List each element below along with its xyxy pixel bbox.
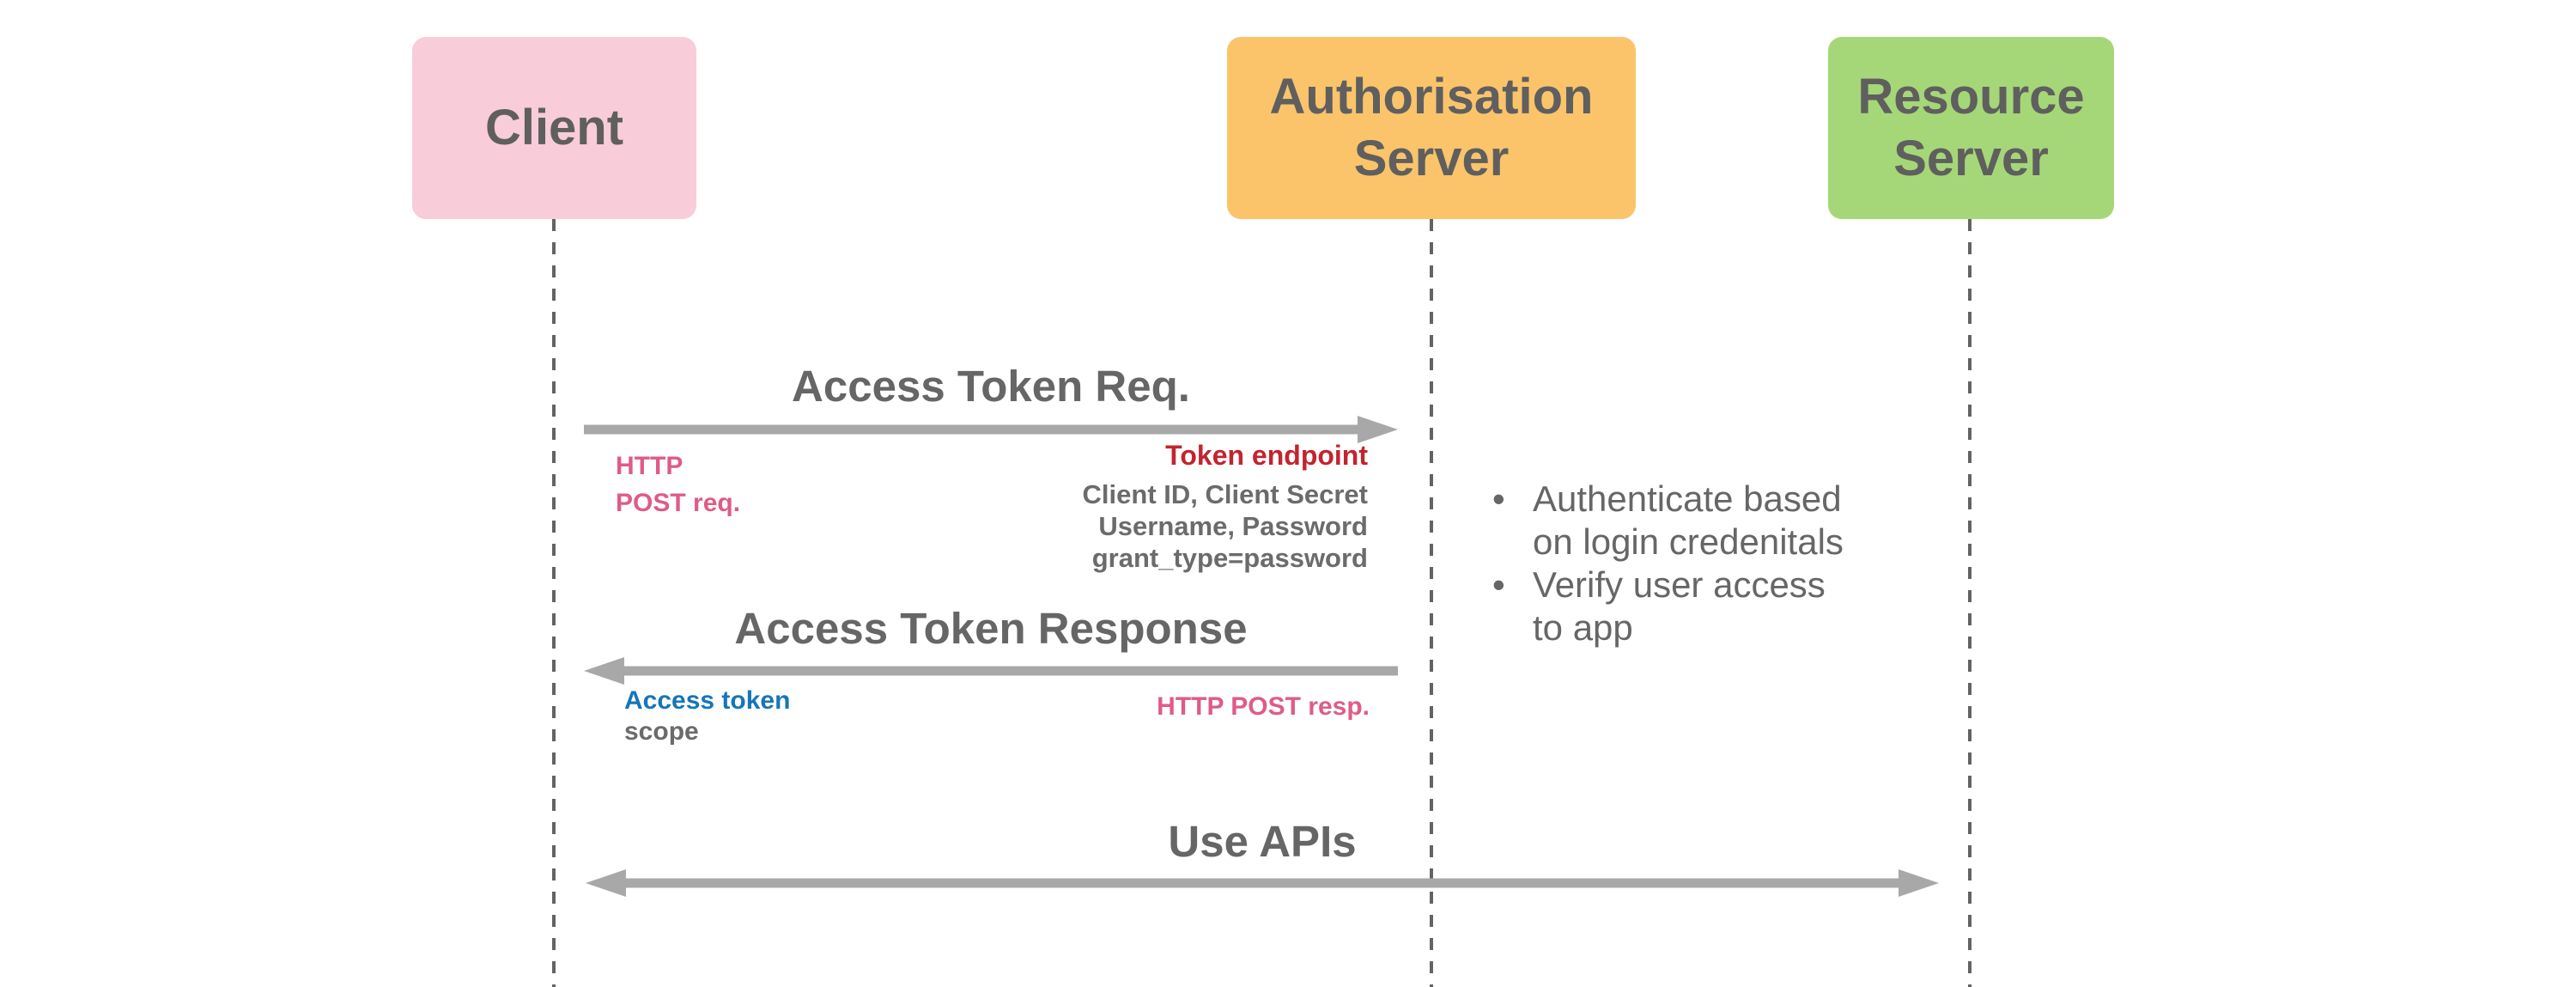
note-2-line1: Verify user access: [1533, 564, 1826, 605]
actor-authorisation-server: Authorisation Server: [1227, 37, 1636, 219]
label-http-post-resp: HTTP POST resp.: [1157, 692, 1370, 721]
message-title-access-token-response: Access Token Response: [734, 604, 1248, 653]
arrow-use-apis: [586, 869, 1939, 897]
arrowhead-left: [584, 657, 624, 685]
actor-resource-server-label-line1: Resource: [1857, 69, 2085, 125]
actor-authorisation-server-label-line1: Authorisation: [1269, 69, 1594, 125]
actor-resource-server-label-line2: Server: [1893, 131, 2049, 186]
lifeline-authorisation-server: [1430, 219, 1433, 987]
arrowhead-left: [586, 869, 626, 897]
bullet-icon: •: [1492, 564, 1505, 605]
label-http-post-req-line2: POST req.: [616, 489, 741, 517]
bullet-icon: •: [1492, 478, 1505, 519]
note-2-line2: to app: [1533, 607, 1633, 648]
actor-resource-server: Resource Server: [1828, 37, 2114, 219]
label-scope: scope: [624, 717, 699, 746]
note-1-line2: on login credenitals: [1533, 521, 1844, 562]
label-token-endpoint: Token endpoint: [1165, 440, 1368, 471]
label-access-token: Access token: [624, 686, 791, 715]
actor-client: Client: [412, 37, 696, 219]
auth-server-notes: • Authenticate based on login credenital…: [1492, 478, 2025, 649]
request-params-line2: Username, Password: [1098, 511, 1368, 541]
actor-client-label: Client: [484, 100, 624, 155]
message-title-use-apis: Use APIs: [1168, 817, 1357, 866]
request-params-line1: Client ID, Client Secret: [1082, 479, 1368, 509]
lifeline-resource-server: [1968, 219, 1971, 987]
note-1-line1: Authenticate based: [1533, 478, 1842, 519]
arrowhead-right: [1358, 416, 1398, 443]
note-item: • Verify user access to app: [1492, 564, 2025, 649]
label-http-post-req-line1: HTTP: [616, 452, 683, 480]
note-item: • Authenticate based on login credenital…: [1492, 478, 2025, 564]
arrow-access-token-response: [584, 657, 1398, 685]
lifeline-client: [552, 219, 556, 987]
message-title-access-token-request: Access Token Req.: [792, 362, 1190, 411]
request-params-line3: grant_type=password: [1091, 543, 1368, 573]
label-request-params: Client ID, Client Secret Username, Passw…: [939, 478, 1368, 574]
arrow-access-token-request: [584, 416, 1398, 443]
arrowhead-right: [1899, 869, 1939, 897]
actor-authorisation-server-label-line2: Server: [1353, 131, 1510, 186]
label-http-post-req: HTTP POST req.: [616, 448, 740, 521]
